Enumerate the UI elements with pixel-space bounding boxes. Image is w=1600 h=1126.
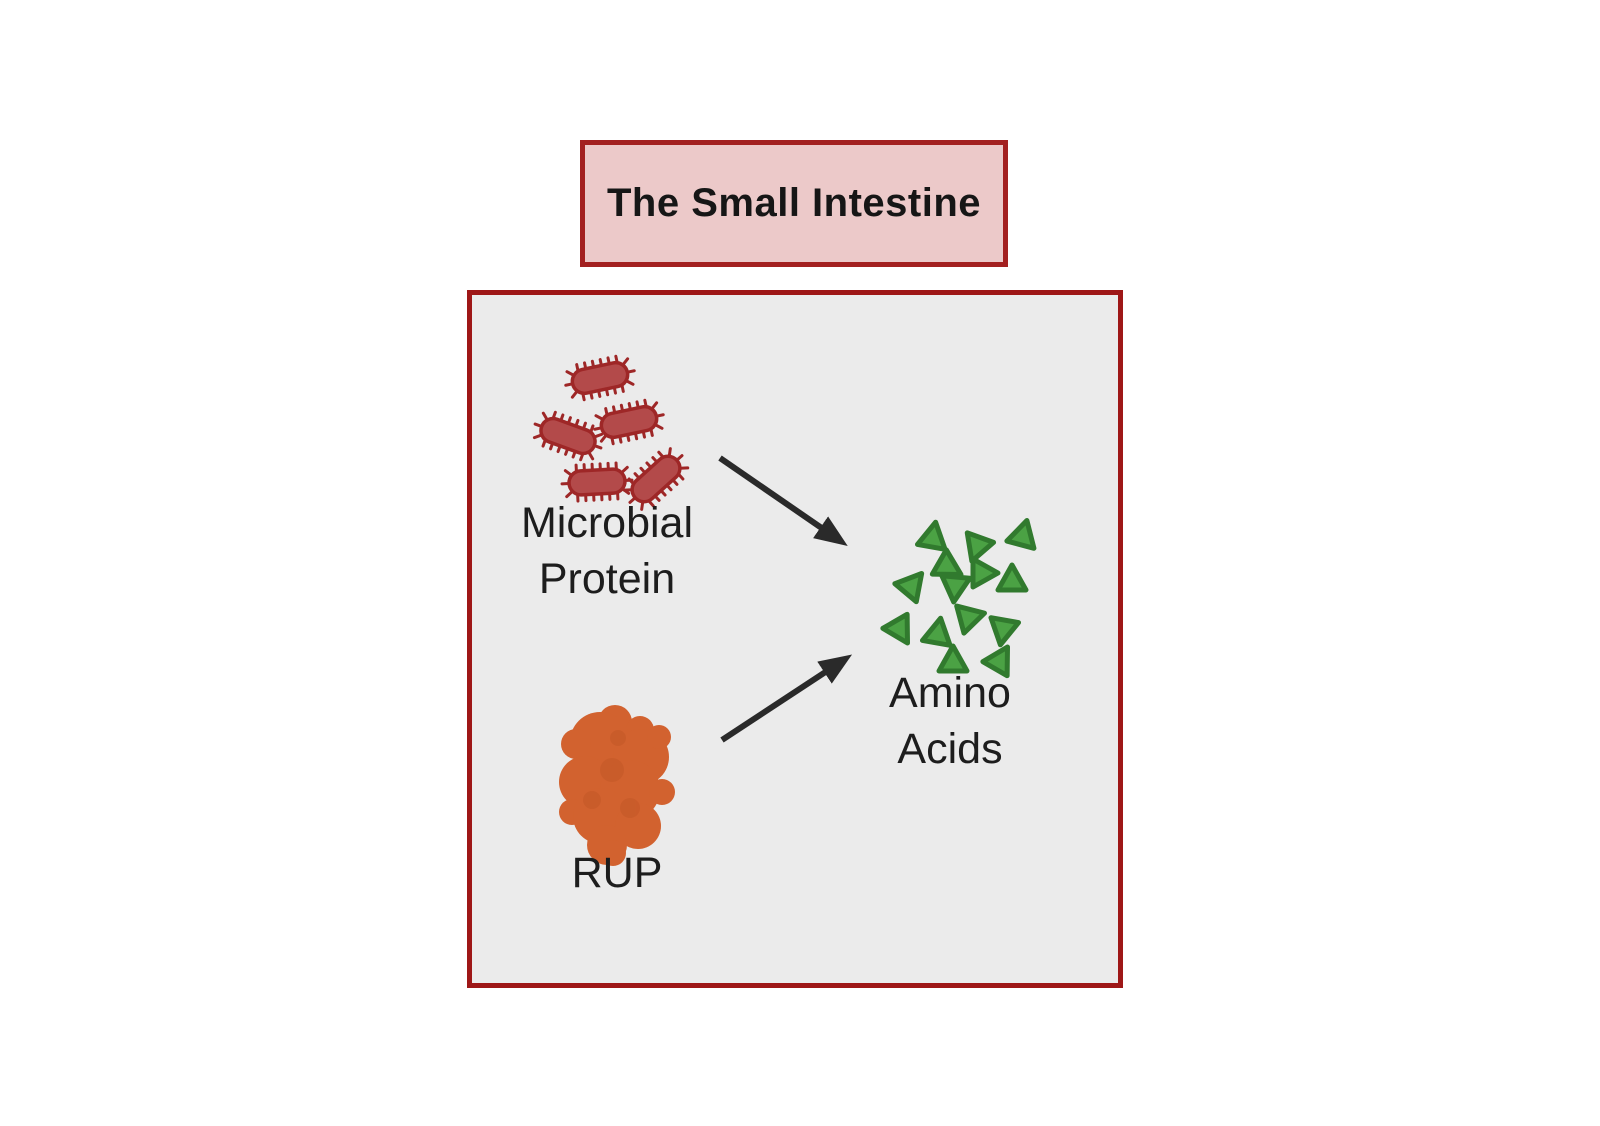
arrow-microbial-to-amino-icon — [718, 455, 848, 546]
microbial-protein-label: Microbial Protein — [520, 499, 694, 603]
amino-acids-label: Amino Acids — [889, 669, 1011, 773]
bacteria-cluster-icon — [527, 351, 696, 518]
arrow-rup-to-amino-icon — [720, 654, 853, 743]
page-title: The Small Intestine — [606, 181, 982, 225]
rup-label: RUP — [571, 849, 663, 897]
amino-acid-triangles-icon — [883, 517, 1041, 676]
protein-blob-icon — [559, 705, 675, 866]
small-intestine-panel — [467, 290, 1123, 988]
title-box: The Small Intestine — [580, 140, 1008, 267]
